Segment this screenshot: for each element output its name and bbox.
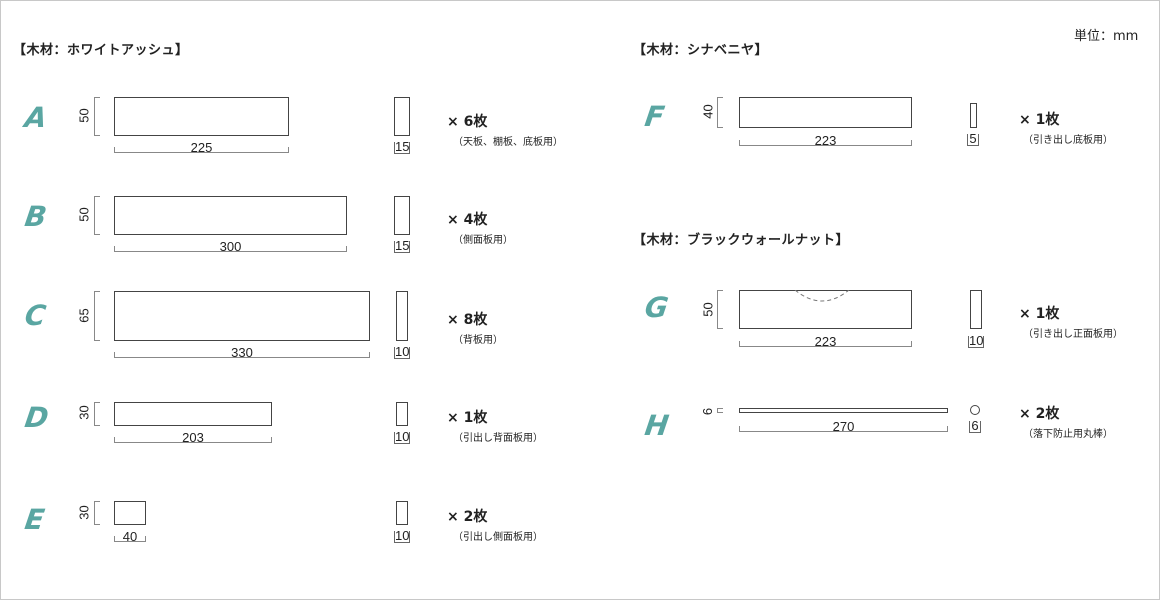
part-letter: D (22, 401, 51, 434)
thickness-label: 10 (394, 528, 410, 543)
width-bracket (717, 97, 723, 128)
width-label: 50 (76, 108, 92, 123)
width-bracket (94, 97, 100, 136)
usage-note: （背板用） (453, 335, 503, 346)
unit-label: 単位：mm (1074, 29, 1139, 44)
part-letter: E (22, 503, 47, 536)
width-bracket (94, 402, 100, 426)
width-label: 30 (76, 505, 92, 520)
dowel-cross-section-icon (970, 405, 980, 415)
length-label: 225 (190, 140, 213, 155)
board-face (114, 402, 272, 426)
quantity: × 8枚 (447, 312, 488, 328)
part-letter: F (642, 100, 667, 133)
quantity: × 4枚 (447, 212, 488, 228)
length-bracket (114, 246, 347, 252)
finger-pull-notch-icon (794, 290, 850, 302)
thickness-label: 5 (967, 132, 979, 146)
board-face (114, 196, 347, 235)
width-label: 30 (76, 405, 92, 420)
board-edge (970, 290, 982, 329)
length-bracket (739, 426, 948, 432)
width-bracket (94, 291, 100, 341)
length-bracket (114, 437, 272, 443)
length-bracket (114, 352, 370, 358)
length-label: 40 (122, 529, 138, 544)
quantity: × 1枚 (447, 410, 488, 426)
section-title-shina-plywood: 【木材：シナベニヤ】 (633, 43, 769, 58)
width-label: 40 (700, 104, 716, 119)
length-label: 203 (182, 430, 204, 445)
quantity: × 1枚 (1019, 112, 1060, 128)
length-bracket (739, 140, 912, 146)
width-label: 50 (700, 302, 716, 317)
length-bracket (114, 536, 146, 542)
length-label: 300 (219, 239, 242, 254)
usage-note: （天板、棚板、底板用） (453, 137, 563, 148)
usage-note: （側面板用） (453, 235, 513, 246)
usage-note: （引出し背面板用） (453, 433, 543, 444)
width-bracket (717, 290, 723, 329)
part-letter: G (642, 291, 671, 324)
length-label: 223 (814, 133, 837, 148)
length-bracket (114, 147, 289, 153)
part-letter: A (22, 101, 50, 134)
board-face (114, 97, 289, 136)
board-edge (396, 402, 408, 426)
part-letter: B (22, 200, 49, 233)
board-edge (396, 501, 408, 525)
thickness-label: 10 (394, 429, 410, 444)
width-label: 65 (76, 308, 92, 323)
board-edge (394, 97, 410, 136)
board-edge (394, 196, 410, 235)
usage-note: （引き出し底板用） (1023, 135, 1113, 146)
length-label: 270 (832, 419, 855, 434)
section-title-white-ash: 【木材：ホワイトアッシュ】 (13, 43, 189, 58)
width-label: 50 (76, 207, 92, 222)
length-label: 330 (231, 345, 253, 360)
length-label: 223 (814, 334, 837, 349)
board-face (114, 291, 370, 341)
board-edge (396, 291, 408, 341)
width-bracket (94, 501, 100, 525)
thickness-label: 10 (968, 333, 984, 348)
quantity: × 2枚 (447, 509, 488, 525)
board-face (739, 97, 912, 128)
width-label: 6 (700, 407, 716, 416)
thickness-label: 15 (394, 139, 410, 154)
quantity: × 6枚 (447, 114, 488, 130)
thickness-label: 6 (969, 419, 981, 433)
part-letter: H (642, 409, 671, 442)
dowel-side (739, 408, 948, 413)
thickness-label: 10 (394, 344, 410, 359)
board-face (114, 501, 146, 525)
part-letter: C (22, 299, 48, 332)
board-face (739, 290, 912, 329)
quantity: × 1枚 (1019, 306, 1060, 322)
thickness-label: 15 (394, 238, 410, 253)
section-title-black-walnut: 【木材：ブラックウォールナット】 (633, 233, 850, 248)
board-edge (970, 103, 977, 128)
quantity: × 2枚 (1019, 406, 1060, 422)
width-bracket (717, 408, 723, 413)
width-bracket (94, 196, 100, 235)
usage-note: （落下防止用丸棒） (1023, 429, 1113, 440)
length-bracket (739, 341, 912, 347)
usage-note: （引き出し正面板用） (1023, 329, 1123, 340)
usage-note: （引出し側面板用） (453, 532, 543, 543)
